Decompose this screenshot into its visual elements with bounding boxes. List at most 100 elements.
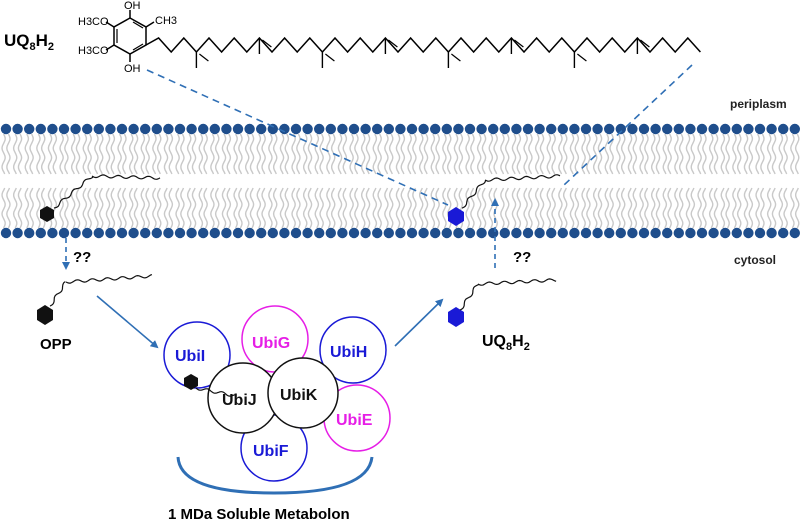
lipid-tail (29, 187, 34, 229)
chain-methyl-branches (195, 38, 650, 68)
lipid-tail (720, 187, 726, 229)
lipid-tail (627, 187, 633, 229)
lipid-head (592, 123, 603, 135)
lipid-tail (644, 187, 649, 229)
lipid-tail (481, 133, 487, 175)
lipid-tail (354, 133, 359, 175)
lipid-tail (105, 133, 111, 175)
lipid-tail (755, 187, 760, 229)
lipid-tail (702, 187, 707, 229)
lipid-tail (377, 133, 382, 175)
lipid-tail (36, 187, 41, 229)
lipid-head (650, 123, 661, 135)
lipid-head (441, 123, 452, 135)
lipid-tail (17, 133, 23, 175)
lipid-tail (620, 133, 626, 175)
lipid-tail (70, 133, 76, 175)
bound-substrate-tail (195, 387, 237, 397)
lipid-tail (423, 133, 429, 175)
lipid-tail (40, 133, 46, 175)
lipid-tail (29, 133, 34, 175)
lipid-tail (122, 187, 127, 229)
lipid-tail (349, 133, 354, 175)
enzyme-ubiI-label: UbiI (175, 348, 205, 365)
lipid-head (198, 227, 209, 239)
lipid-tail (528, 187, 533, 229)
lipid-head (604, 227, 615, 239)
lipid-head (209, 227, 220, 239)
lipid-head (406, 123, 418, 135)
lipid-head (395, 123, 406, 135)
lipid-tail (64, 133, 69, 175)
unknown-transport-left: ?? (73, 249, 91, 266)
lipid-tail (708, 133, 714, 175)
lipid-tail (708, 187, 714, 229)
lipid-tail (616, 187, 621, 229)
lipid-tail (662, 187, 668, 229)
lipid-tail (551, 133, 556, 175)
lipid-head (557, 123, 568, 135)
lipid-head (82, 123, 93, 135)
benzene-ring (113, 17, 147, 55)
lipid-head (209, 123, 220, 135)
lipid-tail (604, 187, 610, 229)
lipid-tail (725, 133, 730, 175)
lipid-tail (597, 187, 603, 229)
oh-bottom-label: OH (124, 63, 141, 75)
lipid-tail (755, 133, 760, 175)
lipid-tail (702, 133, 707, 175)
lipid-tail (771, 187, 777, 229)
lipid-tail (442, 133, 447, 175)
lipid-tail (586, 133, 591, 175)
lipid-head (766, 123, 777, 135)
lipid-head (627, 227, 638, 239)
lipid-tail (616, 133, 621, 175)
lipid-tail (261, 133, 266, 175)
lipid-tail (685, 187, 691, 229)
lipid-tail (678, 187, 684, 229)
lipid-tail (198, 187, 204, 229)
lipid-tail (244, 133, 250, 175)
lipid-tail (94, 133, 99, 175)
lipid-head (708, 123, 719, 135)
lipid-head (360, 123, 371, 135)
enzyme-ubiG-label: UbiG (252, 335, 290, 352)
lipid-head (569, 123, 580, 135)
ring-inner-bond-3 (132, 43, 144, 51)
dashed-leader-right (563, 64, 693, 186)
lipid-tail (94, 187, 99, 229)
metabolon-caption: 1 MDa Soluble Metabolon (168, 506, 350, 523)
double-bond (451, 53, 461, 62)
lipid-tail (562, 133, 568, 175)
lipid-tail (748, 187, 754, 229)
lipid-tail (470, 133, 475, 175)
lipid-tail (412, 187, 417, 229)
lipid-tail (59, 133, 64, 175)
lipid-tail (214, 133, 220, 175)
lipid-tail (458, 133, 464, 175)
double-bond (388, 39, 398, 48)
lipid-tail (384, 187, 389, 229)
lipid-tail (493, 133, 498, 175)
lipid-head (546, 227, 557, 239)
oh-top-label: OH (124, 0, 141, 12)
lipid-tail (783, 133, 788, 175)
lipid-tail (365, 187, 371, 229)
lipid-tail (546, 187, 552, 229)
lipid-tail (221, 187, 227, 229)
lipid-tail (435, 187, 440, 229)
lipid-tail (644, 133, 649, 175)
lipid-tail (766, 187, 772, 229)
lipid-tail (272, 187, 278, 229)
lipid-tail (620, 187, 626, 229)
lipid-tail (674, 133, 679, 175)
methoxy-bottom-label: H3CO (78, 45, 109, 57)
lipid-tail (760, 133, 765, 175)
lipid-head (673, 123, 684, 135)
lipid-heads (0, 123, 800, 239)
lipid-tail (168, 133, 174, 175)
lipid-head (105, 227, 116, 239)
lipid-tail (430, 187, 436, 229)
lipid-tail (794, 187, 800, 229)
